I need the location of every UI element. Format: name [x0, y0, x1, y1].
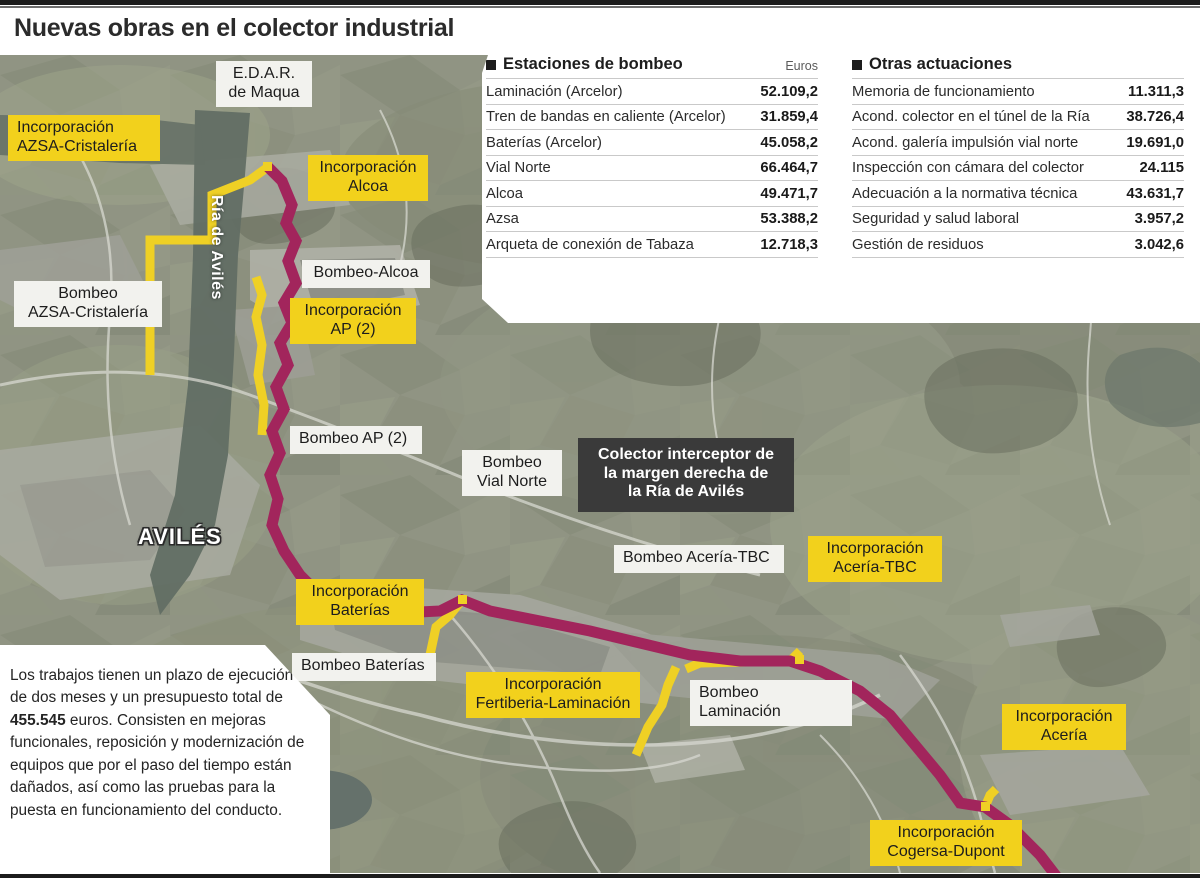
table-footer-rule	[486, 256, 818, 258]
row-value: 3.042,6	[1134, 236, 1184, 253]
row-label: Acond. colector en el túnel de la Ría	[852, 109, 1090, 125]
row-value: 52.109,2	[760, 83, 818, 100]
map-label-bombeo-baterias[interactable]: Bombeo Baterías	[292, 653, 436, 681]
row-label: Gestión de residuos	[852, 236, 984, 253]
table-row: Arqueta de conexión de Tabaza 12.718,3	[486, 231, 818, 257]
row-value: 45.058,2	[760, 134, 818, 151]
summary-note-panel: Los trabajos tienen un plazo de ejecució…	[0, 645, 330, 874]
map-label-bombeo-azsa-cristaleria[interactable]: Bombeo AZSA-Cristalería	[14, 281, 162, 328]
row-value: 12.718,3	[760, 236, 818, 253]
map-label-incorporacion-fertiberia-laminacion[interactable]: Incorporación Fertiberia-Laminación	[466, 672, 640, 719]
river-label: Ría de Avilés	[208, 195, 225, 300]
table-title-wrap: Estaciones de bombeo	[486, 55, 683, 74]
row-value: 24.115	[1139, 160, 1184, 176]
row-value: 53.388,2	[760, 211, 818, 227]
table-row: Seguridad y salud laboral 3.957,2	[852, 205, 1184, 232]
row-value: 3.957,2	[1134, 211, 1184, 227]
table-header: Estaciones de bombeo Euros	[486, 55, 818, 78]
square-bullet-icon	[486, 59, 496, 70]
table-otras-actuaciones: Otras actuaciones Memoria de funcionamie…	[852, 55, 1184, 258]
table-row: Azsa 53.388,2	[486, 205, 818, 232]
incorporation-route	[145, 163, 1000, 809]
map-label-bombeo-vial-norte[interactable]: Bombeo Vial Norte	[462, 450, 562, 497]
note-total-amount: 455.545	[10, 711, 66, 729]
data-tables-panel: Estaciones de bombeo Euros Laminación (A…	[482, 55, 1200, 323]
table-title-wrap: Otras actuaciones	[852, 55, 1012, 74]
row-value: 11.311,3	[1128, 83, 1184, 100]
table-row: Alcoa 49.471,7	[486, 180, 818, 206]
table-title: Estaciones de bombeo	[503, 55, 683, 73]
row-value: 38.726,4	[1126, 109, 1184, 125]
estuary-water	[150, 110, 250, 615]
row-label: Inspección con cámara del colector	[852, 160, 1084, 176]
map-label-incorporacion-azsa-cristaleria[interactable]: Incorporación AZSA-Cristalería	[8, 115, 160, 162]
map-label-incorporacion-ap-2[interactable]: Incorporación AP (2)	[290, 298, 416, 345]
table-row: Baterías (Arcelor) 45.058,2	[486, 129, 818, 155]
summary-note-text: Los trabajos tienen un plazo de ejecució…	[10, 665, 310, 822]
table-header: Otras actuaciones	[852, 55, 1184, 78]
row-value: 43.631,7	[1126, 185, 1184, 202]
row-value: 49.471,7	[760, 185, 818, 202]
row-value: 66.464,7	[760, 160, 818, 176]
row-label: Adecuación a la normativa técnica	[852, 185, 1078, 202]
map-label-bombeo-ap-2[interactable]: Bombeo AP (2)	[290, 426, 422, 454]
row-value: 19.691,0	[1126, 134, 1184, 151]
page-title: Nuevas obras en el colector industrial	[14, 14, 455, 42]
table-row: Gestión de residuos 3.042,6	[852, 231, 1184, 257]
top-border-rule-2	[0, 6, 1200, 8]
square-bullet-icon	[852, 59, 862, 70]
city-label-aviles: AVILÉS	[138, 524, 222, 549]
map-label-bombeo-laminacion[interactable]: Bombeo Laminación	[690, 680, 852, 727]
row-label: Laminación (Arcelor)	[486, 83, 623, 100]
map-label-incorporacion-aceria[interactable]: Incorporación Acería	[1002, 704, 1126, 751]
row-label: Vial Norte	[486, 160, 551, 176]
map-label-bombeo-alcoa[interactable]: Bombeo-Alcoa	[302, 260, 430, 288]
table-footer-rule	[852, 256, 1184, 258]
row-label: Acond. galería impulsión vial norte	[852, 134, 1079, 151]
map-label-edar-de-maqua[interactable]: E.D.A.R. de Maqua	[216, 61, 312, 108]
row-label: Alcoa	[486, 185, 524, 202]
table-row: Acond. colector en el túnel de la Ría 38…	[852, 103, 1184, 130]
row-value: 31.859,4	[760, 109, 818, 125]
row-label: Baterías (Arcelor)	[486, 134, 602, 151]
table-row: Tren de bandas en caliente (Arcelor) 31.…	[486, 103, 818, 130]
note-part-2: euros. Consisten en mejoras funcionales,…	[10, 711, 305, 819]
map-callout-collector: Colector interceptor de la margen derech…	[578, 438, 794, 512]
row-label: Arqueta de conexión de Tabaza	[486, 236, 694, 253]
table-row: Memoria de funcionamiento 11.311,3	[852, 78, 1184, 104]
map-label-bombeo-aceria-tbc[interactable]: Bombeo Acería-TBC	[614, 545, 784, 573]
table-row: Acond. galería impulsión vial norte 19.6…	[852, 129, 1184, 155]
map-label-incorporacion-aceria-tbc[interactable]: Incorporación Acería-TBC	[808, 536, 942, 583]
table-row: Inspección con cámara del colector 24.11…	[852, 154, 1184, 181]
row-label: Tren de bandas en caliente (Arcelor)	[486, 109, 726, 125]
table-row: Vial Norte 66.464,7	[486, 154, 818, 181]
row-label: Memoria de funcionamiento	[852, 83, 1035, 100]
table-title: Otras actuaciones	[869, 55, 1013, 73]
table-row: Laminación (Arcelor) 52.109,2	[486, 78, 818, 104]
bottom-border-rule	[0, 874, 1200, 878]
route-nodes	[263, 162, 990, 811]
table-unit-label: Euros	[785, 59, 818, 73]
table-estaciones-de-bombeo: Estaciones de bombeo Euros Laminación (A…	[486, 55, 818, 258]
map-label-incorporacion-alcoa[interactable]: Incorporación Alcoa	[308, 155, 428, 202]
map-label-incorporacion-baterias[interactable]: Incorporación Baterías	[296, 579, 424, 626]
row-label: Azsa	[486, 211, 519, 227]
top-border-rule	[0, 0, 1200, 5]
row-label: Seguridad y salud laboral	[852, 211, 1019, 227]
table-row: Adecuación a la normativa técnica 43.631…	[852, 180, 1184, 206]
note-part-1: Los trabajos tienen un plazo de ejecució…	[10, 667, 294, 707]
map-label-incorporacion-cogersa-dupont[interactable]: Incorporación Cogersa-Dupont	[870, 820, 1022, 867]
